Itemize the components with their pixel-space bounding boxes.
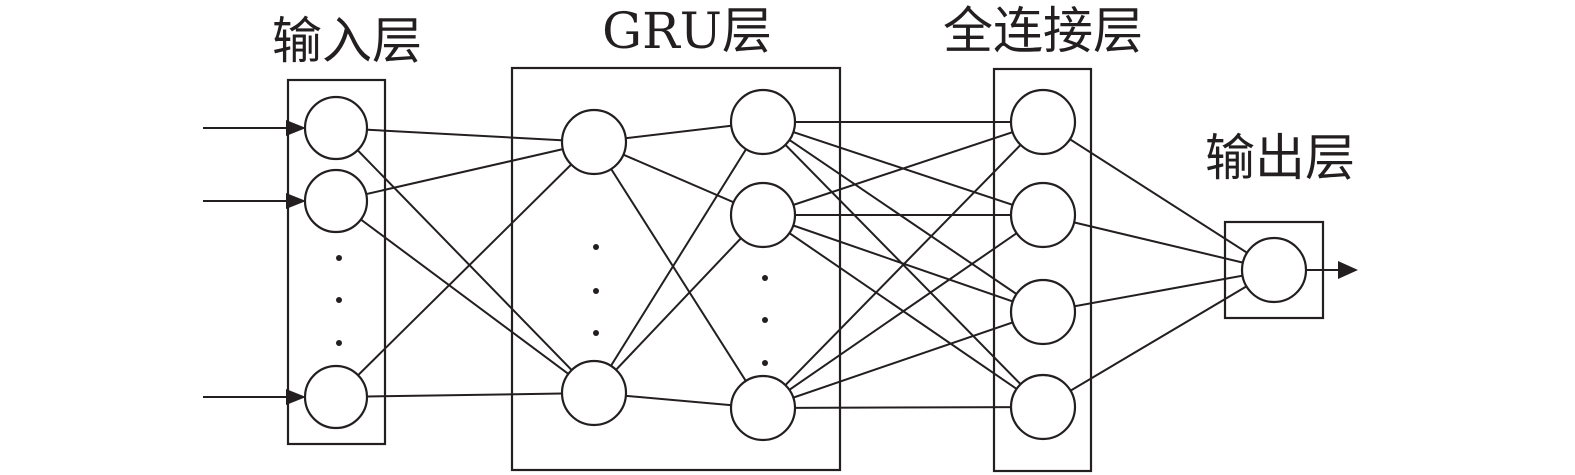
arrow-head-icon: [286, 193, 306, 209]
gru-layer-box: [510, 66, 842, 472]
arrow-head-icon: [286, 389, 306, 405]
edge: [1042, 121, 1275, 271]
dense-node: [1009, 278, 1077, 346]
dense-nodes: [1009, 88, 1077, 441]
edge: [593, 214, 764, 394]
gru-layer-label: GRU层: [602, 2, 772, 60]
ellipsis-dot: [762, 360, 768, 366]
edge: [762, 121, 1044, 313]
edge: [335, 392, 595, 398]
edge: [1042, 214, 1275, 271]
ellipsis-dot: [336, 255, 342, 261]
input-node: [303, 168, 369, 234]
arrow-head-icon: [286, 120, 306, 136]
input-arrows: [203, 120, 306, 405]
edge: [762, 214, 1044, 313]
dense-node: [1009, 88, 1077, 156]
dense-node: [1009, 373, 1077, 441]
gru-col2-ellipsis: [762, 275, 768, 366]
output-arrow-head-icon: [1338, 261, 1358, 279]
input-node: [303, 364, 369, 430]
edge: [335, 141, 595, 398]
edge: [1042, 269, 1275, 313]
gru-node: [560, 359, 628, 427]
edge: [593, 121, 764, 394]
edge: [335, 141, 595, 202]
ellipsis-dot: [336, 340, 342, 346]
edge: [762, 121, 1044, 409]
ellipsis-dot: [593, 244, 599, 250]
dense-node: [1009, 181, 1077, 249]
input-nodes: [303, 95, 369, 430]
ellipsis-dot: [336, 297, 342, 303]
output-layer-label: 输出层: [1205, 129, 1355, 187]
connections: [335, 121, 1275, 409]
edge: [593, 141, 764, 409]
ellipsis-dot: [593, 330, 599, 336]
gru-nodes-col2: [729, 88, 797, 442]
gru-col1-ellipsis: [593, 244, 599, 336]
edge: [335, 127, 595, 394]
edge: [335, 200, 595, 394]
edge: [762, 121, 1044, 216]
input-node: [303, 95, 369, 161]
edge: [1042, 269, 1275, 408]
gru-nodes-col1: [560, 108, 628, 427]
edge: [335, 127, 595, 143]
gru-node: [729, 181, 797, 249]
dense-layer-box: [992, 67, 1093, 473]
gru-node: [729, 88, 797, 156]
input-ellipsis: [336, 255, 342, 346]
gru-node: [560, 108, 628, 176]
input-layer-box: [286, 78, 387, 446]
edge: [762, 214, 1044, 409]
ellipsis-dot: [762, 317, 768, 323]
edge: [762, 406, 1044, 409]
output-node: [1240, 236, 1308, 304]
edge: [762, 311, 1044, 409]
ellipsis-dot: [593, 288, 599, 294]
dense-layer-label: 全连接层: [943, 2, 1143, 60]
ellipsis-dot: [762, 275, 768, 281]
gru-node: [729, 374, 797, 442]
input-layer-label: 输入层: [272, 12, 422, 70]
